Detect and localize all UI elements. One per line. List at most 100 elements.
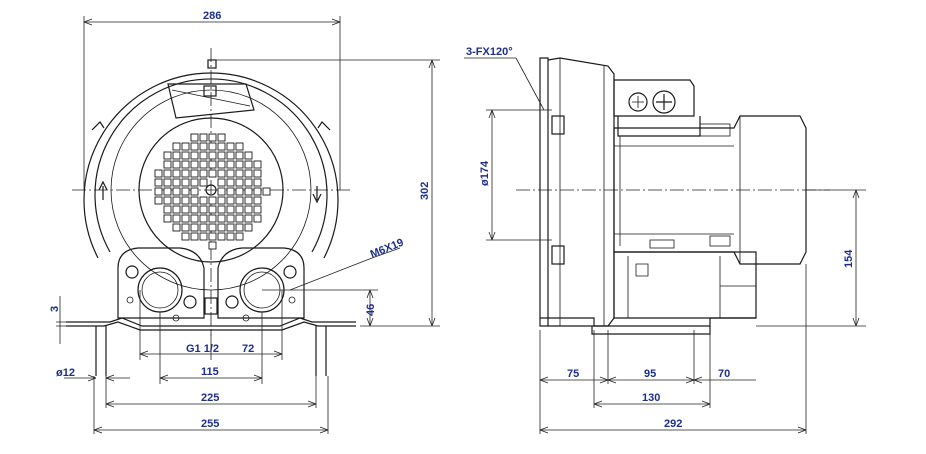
grille-slot [244,205,253,214]
fan-cover [138,117,284,263]
grille-slot [208,232,217,241]
grille-slot [181,196,190,205]
grille-slot [172,142,181,151]
grille-slot [190,214,199,223]
grille-slot [244,169,253,178]
dim-72: 72 [242,343,254,355]
grille-slot [181,187,190,196]
grille-slot [199,160,208,169]
grille-slot [253,160,262,169]
arrow-right [312,186,322,204]
dim-hole-dia: ø12 [56,367,75,379]
grille-slot [253,205,262,214]
grille-slot [217,151,226,160]
grille-slot [172,187,181,196]
thread-label: M6X19 [369,237,406,261]
grille-slot [199,232,208,241]
grille-slot [172,214,181,223]
side-flange [539,57,549,327]
grille-slot [154,178,163,187]
grille-slot [217,160,226,169]
dim-286: 286 [203,10,221,22]
inlet-port [137,267,183,313]
terminal-box [167,83,255,119]
grille-slot [217,142,226,151]
dim-70: 70 [718,368,730,380]
foot-left [95,326,107,376]
grille-slot [226,205,235,214]
grille-slot [253,169,262,178]
grille-slot [253,178,262,187]
grille-slot [208,169,217,178]
foot-right [315,326,327,376]
grille-slot [208,241,217,250]
grille-slot [217,232,226,241]
grille-slot [190,160,199,169]
grille-slot [190,178,199,187]
side-lower-housing [613,251,757,319]
grille-slot [181,205,190,214]
grille-slot [190,232,199,241]
grille-slot [190,133,199,142]
grille-slot [226,232,235,241]
dim-115: 115 [201,366,219,378]
grille-slot [181,160,190,169]
grille-slot [181,151,190,160]
grille-slot [181,142,190,151]
grille-slot [181,232,190,241]
grille-slot [235,196,244,205]
inlet-housing [117,247,205,319]
side-terminal-box [613,79,695,117]
grille-slot [244,196,253,205]
grille-slot [199,196,208,205]
grille-slot [217,214,226,223]
grille-slot [217,178,226,187]
grille-slot [244,151,253,160]
outlet-housing [217,247,305,319]
grille-slot [181,214,190,223]
grille-slot [163,214,172,223]
grille-slot [181,223,190,232]
grille-slot [226,142,235,151]
grille-slot [226,160,235,169]
grille-slot [163,187,172,196]
grille-slot [208,196,217,205]
grille-slot [163,151,172,160]
grille-slot [235,232,244,241]
grille-slot [253,214,262,223]
grille-slot [199,214,208,223]
grille-slot [163,205,172,214]
dim-46: 46 [365,304,377,316]
grille-slot [163,178,172,187]
grille-slot [154,169,163,178]
grille-slot [253,196,262,205]
grille-slot [199,178,208,187]
grille-slot [208,205,217,214]
grille-slot [172,151,181,160]
grille-slot [154,187,163,196]
grille-slot [208,133,217,142]
grille-slot [208,151,217,160]
grille-slot [235,214,244,223]
fan-grille [154,133,271,250]
grille-slot [235,187,244,196]
grille-slot [199,151,208,160]
side-base-plate [540,317,756,327]
grille-slot [208,142,217,151]
grille-slot [235,160,244,169]
grille-slot [244,178,253,187]
grille-slot [244,187,253,196]
grille-slot [163,196,172,205]
grille-slot [208,214,217,223]
grille-slot [190,205,199,214]
front-view: 286 302 M6X19 46 3 G1 1/2 72 ø12 [49,10,440,434]
grille-slot [181,178,190,187]
grille-slot [235,223,244,232]
holes-label: 3-FX120° [466,46,513,58]
dim-75: 75 [567,368,579,380]
grille-slot [190,169,199,178]
grille-slot [235,142,244,151]
dim-292: 292 [664,418,682,430]
grille-slot [262,187,271,196]
grille-slot [226,169,235,178]
